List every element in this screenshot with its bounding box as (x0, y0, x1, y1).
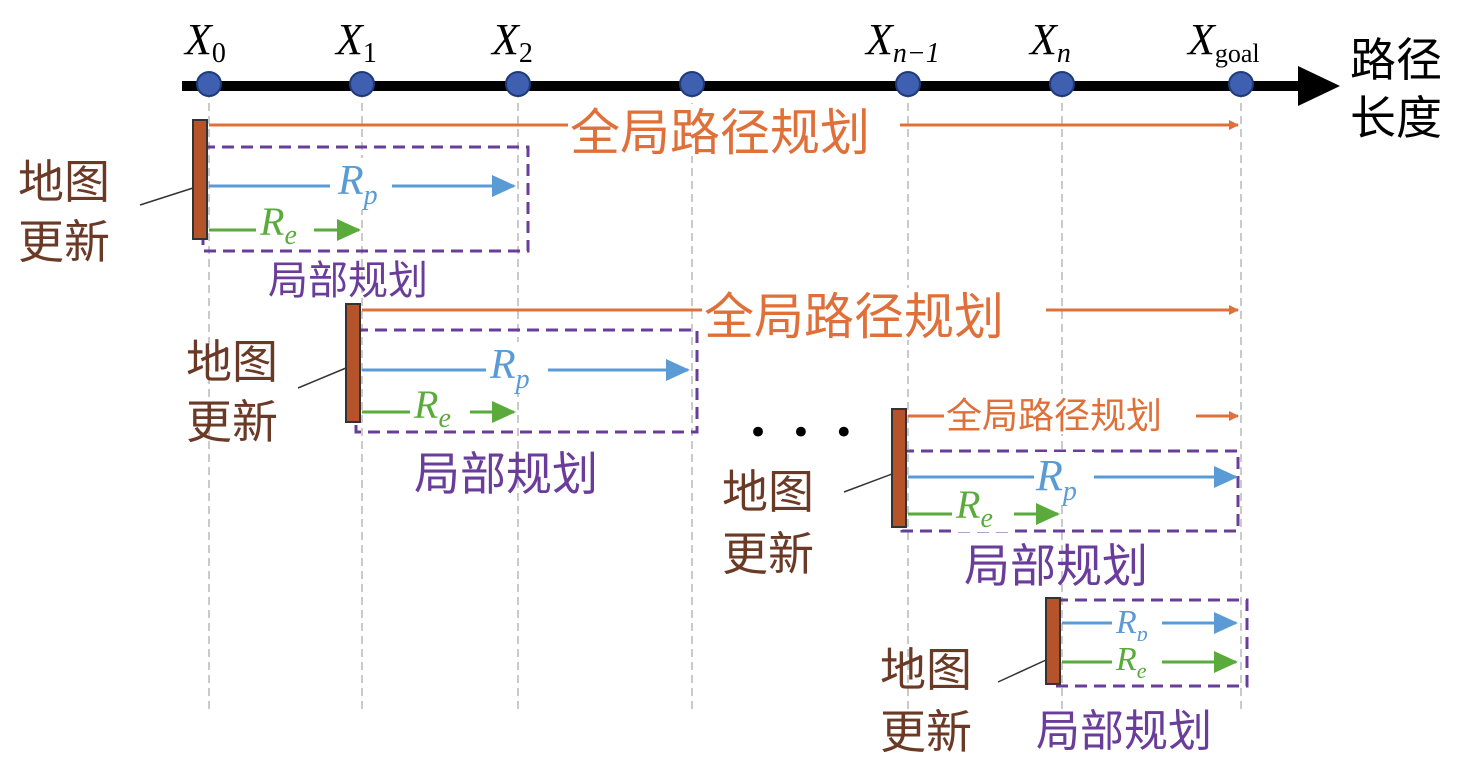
map-update-label-2b: 更新 (186, 395, 278, 449)
map-update-label-3b: 更新 (722, 527, 814, 581)
rp-label-bg-3 (1034, 452, 1094, 502)
axis-points (196, 71, 1254, 97)
global-label-bg-2 (702, 288, 1046, 340)
stage-1: 全局路径规划 Rp Re 地图 更新 局部规划 (18, 104, 1239, 304)
re-arrowhead-4 (1214, 651, 1238, 673)
point-label-x2: X2 (490, 15, 533, 69)
map-update-label-3a: 地图 (722, 465, 814, 519)
rp-label-1: Rp (337, 158, 378, 211)
local-planning-box-2 (354, 328, 699, 434)
local-planning-label-2: 局部规划 (414, 447, 598, 501)
map-update-label-2a: 地图 (186, 335, 278, 389)
point-label-x0: X0 (183, 15, 226, 69)
re-label-4: Re (1115, 641, 1147, 683)
rp-label-bg-1 (330, 158, 392, 210)
rp-label-2: Rp (489, 342, 530, 395)
axis-title: 路径 长度 (1350, 33, 1442, 145)
axis-point-labels: X0 X1 X2 Xn−1 Xn Xgoal (183, 15, 1260, 69)
re-label-bg-2 (410, 384, 470, 430)
map-update-pointer-3 (843, 473, 893, 493)
map-update-pointer-1 (139, 187, 194, 206)
map-update-label-4b: 更新 (880, 705, 972, 759)
local-planning-label-1: 局部规划 (268, 258, 428, 304)
map-update-pointer-4 (997, 659, 1047, 683)
stage-4: Rp Re 地图 更新 局部规划 (880, 597, 1249, 759)
re-label-3: Re (955, 482, 993, 534)
local-planning-label-4: 局部规划 (1036, 706, 1212, 757)
re-label-bg-4 (1112, 641, 1162, 683)
axis-point-xgoal (1228, 71, 1254, 97)
re-arrowhead-1 (337, 219, 361, 241)
map-update-pointer-2 (297, 367, 347, 389)
rp-label-3: Rp (1035, 451, 1077, 507)
global-planning-label-3: 全局路径规划 (946, 396, 1162, 437)
point-label-xn-1: Xn−1 (864, 15, 940, 69)
axis-point-xn-1 (895, 71, 921, 97)
axis-arrowhead (1298, 66, 1340, 106)
stage-2: 全局路径规划 Rp Re 地图 更新 局部规划 (186, 288, 1239, 501)
map-update-bar-1 (192, 119, 208, 240)
global-label-bg-1 (568, 104, 900, 156)
local-planning-box-4 (1054, 598, 1249, 688)
rp-arrowhead-2 (666, 359, 690, 381)
axis-title-line2: 长度 (1350, 91, 1442, 145)
global-planning-label-1: 全局路径规划 (570, 104, 870, 162)
axis-point-x1 (349, 71, 375, 97)
map-update-bar-3 (891, 408, 907, 528)
point-label-xn: Xn (1028, 15, 1071, 69)
map-update-bar-4 (1045, 597, 1061, 685)
rp-label-bg-2 (486, 342, 548, 394)
map-update-bar-2 (345, 303, 361, 423)
re-label-2: Re (413, 382, 451, 434)
axis-point-xn (1049, 71, 1075, 97)
re-label-bg-1 (256, 202, 314, 248)
point-label-xgoal: Xgoal (1186, 15, 1260, 68)
axis-title-line1: 路径 (1350, 33, 1442, 87)
ellipsis: • • • (748, 413, 860, 453)
point-label-x1: X1 (334, 15, 377, 69)
map-update-label-1b: 更新 (18, 215, 110, 269)
axis-point-x0 (196, 71, 222, 97)
re-arrowhead-3 (1036, 503, 1060, 525)
re-arrowhead-2 (492, 401, 516, 423)
stage-3: 全局路径规划 Rp Re 地图 更新 局部规划 (722, 394, 1240, 593)
map-update-label-1a: 地图 (18, 155, 110, 209)
global-planning-label-2: 全局路径规划 (704, 288, 1004, 346)
re-label-bg-3 (952, 486, 1014, 532)
rp-arrowhead-4 (1214, 612, 1238, 634)
map-update-label-4a: 地图 (880, 643, 972, 697)
axis-point-x2 (505, 71, 531, 97)
re-label-1: Re (259, 199, 297, 251)
rp-arrowhead-1 (492, 175, 516, 197)
rp-label-bg-4 (1112, 602, 1162, 644)
axis-point-x3 (679, 71, 705, 97)
rp-arrowhead-3 (1214, 466, 1238, 488)
local-planning-label-3: 局部规划 (964, 539, 1148, 593)
global-label-bg-3 (944, 394, 1196, 434)
rp-label-4: Rp (1115, 604, 1148, 646)
